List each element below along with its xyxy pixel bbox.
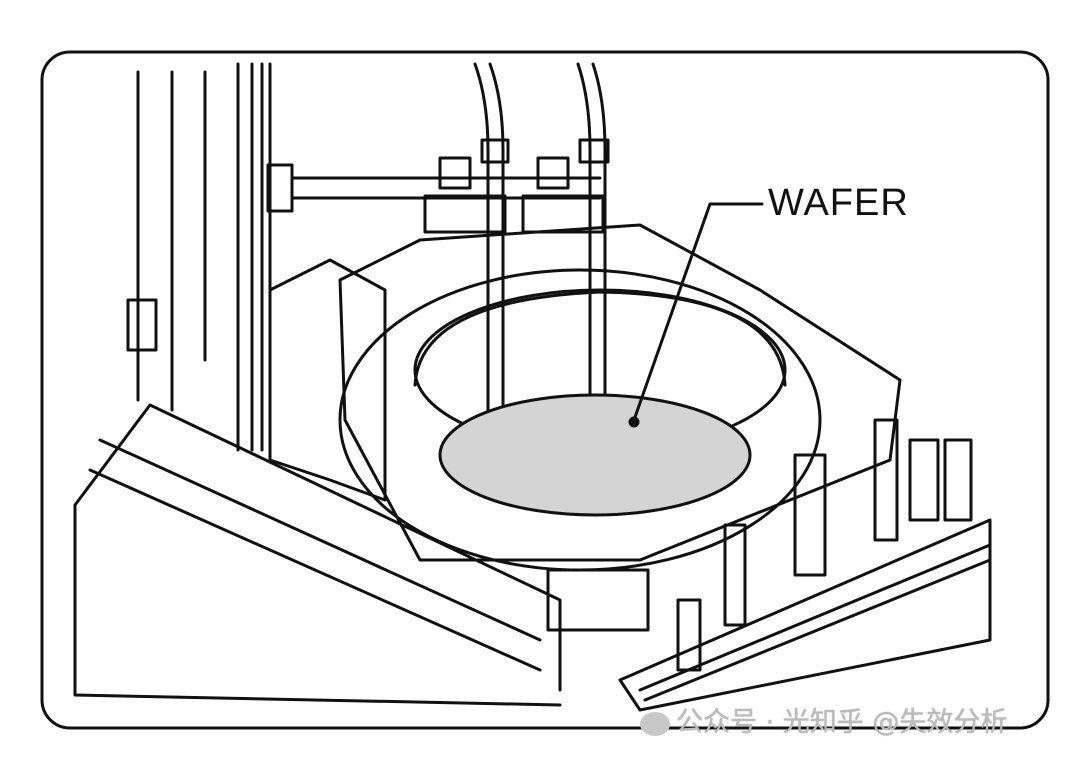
wafer-callout-label: WAFER — [768, 182, 909, 224]
base-block — [73, 258, 562, 707]
watermark: 公众号 · 光知乎 @失效分析 — [640, 700, 1007, 739]
crossbar-and-clamps — [266, 156, 605, 234]
wafer — [438, 393, 752, 517]
vertical-frame-posts — [126, 62, 272, 462]
watermark-text: 公众号 · 光知乎 @失效分析 — [676, 707, 1008, 738]
frame-border — [40, 50, 1050, 730]
fittings-rail — [546, 418, 992, 712]
tubes — [473, 62, 610, 432]
wechat-icon — [640, 711, 670, 736]
callout-leader-line — [632, 202, 764, 422]
